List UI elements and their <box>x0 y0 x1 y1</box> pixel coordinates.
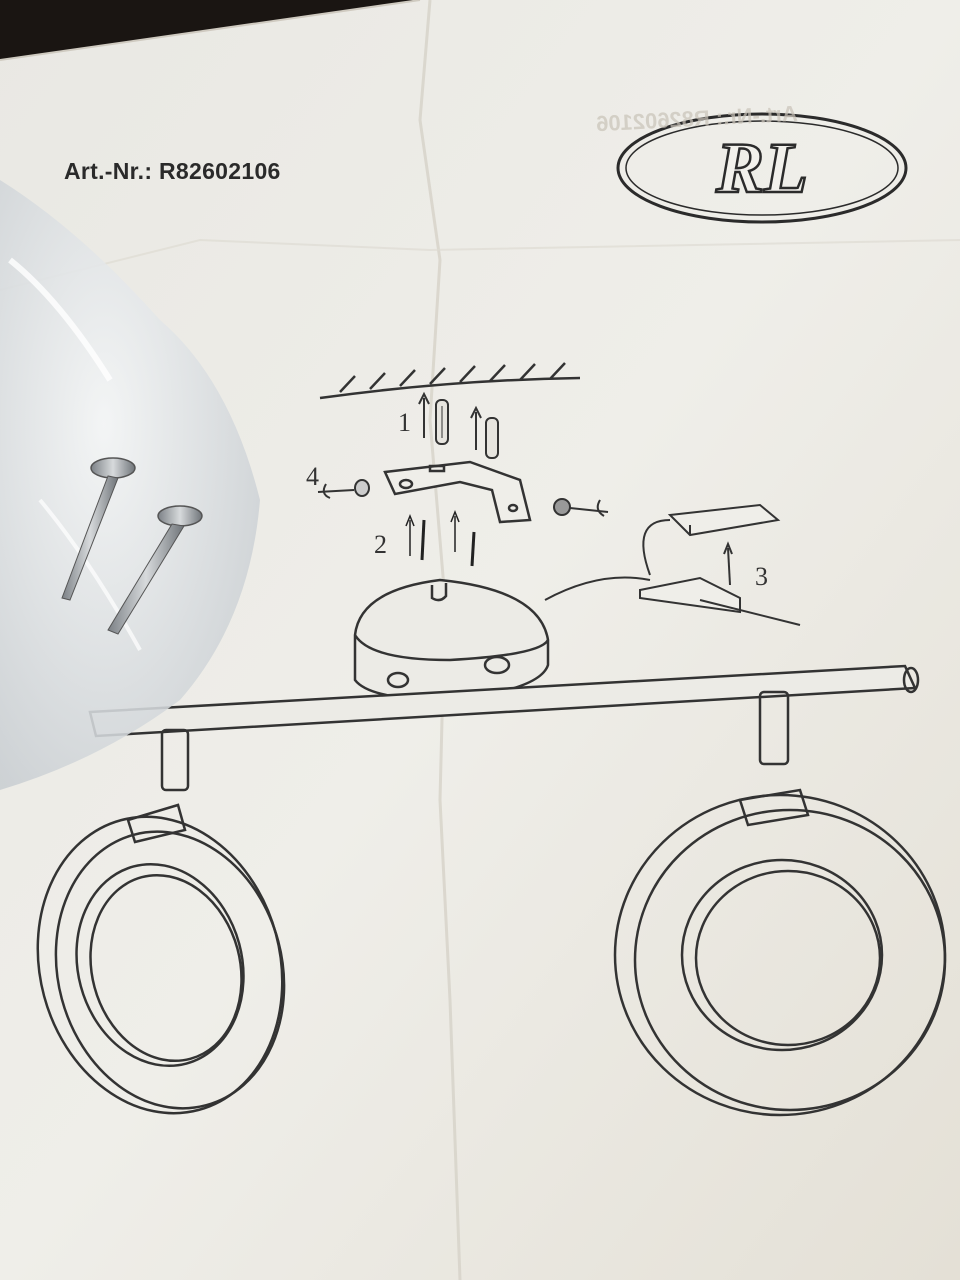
plastic-bag-with-screws <box>0 180 260 790</box>
rl-logo: RL <box>616 112 908 224</box>
right-led-ring <box>613 690 947 1117</box>
terminal-block <box>639 503 801 626</box>
screw-2 <box>107 505 203 635</box>
screw-1 <box>61 457 136 601</box>
left-led-ring <box>36 728 286 1115</box>
step-2-label: 2 <box>374 530 387 559</box>
article-number: Art.-Nr.: R82602106 <box>64 158 281 184</box>
screw-icon <box>317 479 609 517</box>
step-3-label: 3 <box>755 562 768 591</box>
fold-crease <box>418 0 462 1280</box>
step-4-label: 4 <box>306 462 319 491</box>
screwdriver-icon <box>405 509 476 567</box>
step-1-label: 1 <box>398 408 411 437</box>
rl-logo-text: RL <box>715 128 808 208</box>
ceiling-symbol <box>319 362 581 400</box>
mounting-bracket <box>383 460 532 524</box>
wall-anchor-icon <box>418 391 499 459</box>
